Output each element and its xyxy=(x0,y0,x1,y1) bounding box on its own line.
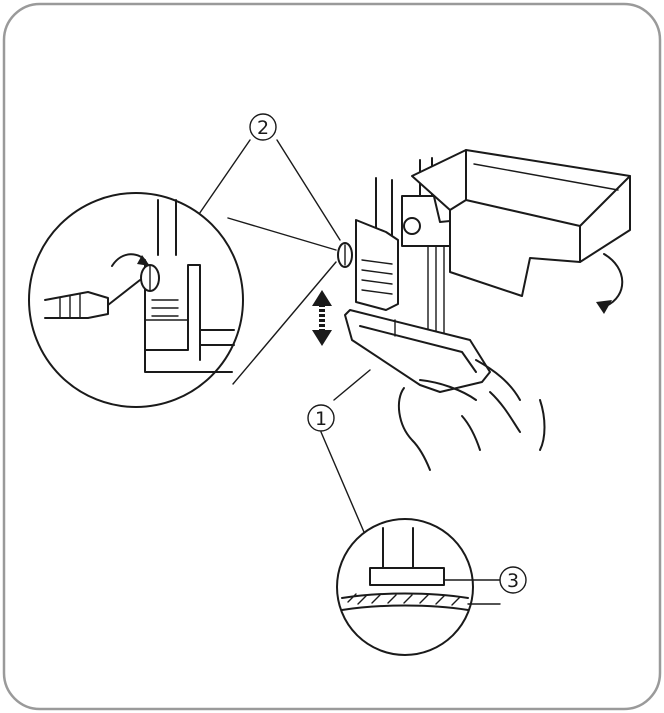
callout-1-marker: 1 xyxy=(307,404,335,432)
rotate-arrow-icon xyxy=(596,253,624,314)
face-plate-cover xyxy=(411,149,631,297)
callout-3-label: 3 xyxy=(507,570,519,592)
callout-3-marker: 3 xyxy=(499,566,527,594)
callout-1-label: 1 xyxy=(315,408,327,430)
magnifier-circle-screw-detail xyxy=(28,192,337,408)
up-down-arrow-icon xyxy=(312,290,332,346)
hand-outline xyxy=(397,359,546,471)
callout-2-marker: 2 xyxy=(249,113,277,141)
magnifier-circle-foot-detail xyxy=(336,518,501,656)
callout-2-label: 2 xyxy=(257,117,269,139)
